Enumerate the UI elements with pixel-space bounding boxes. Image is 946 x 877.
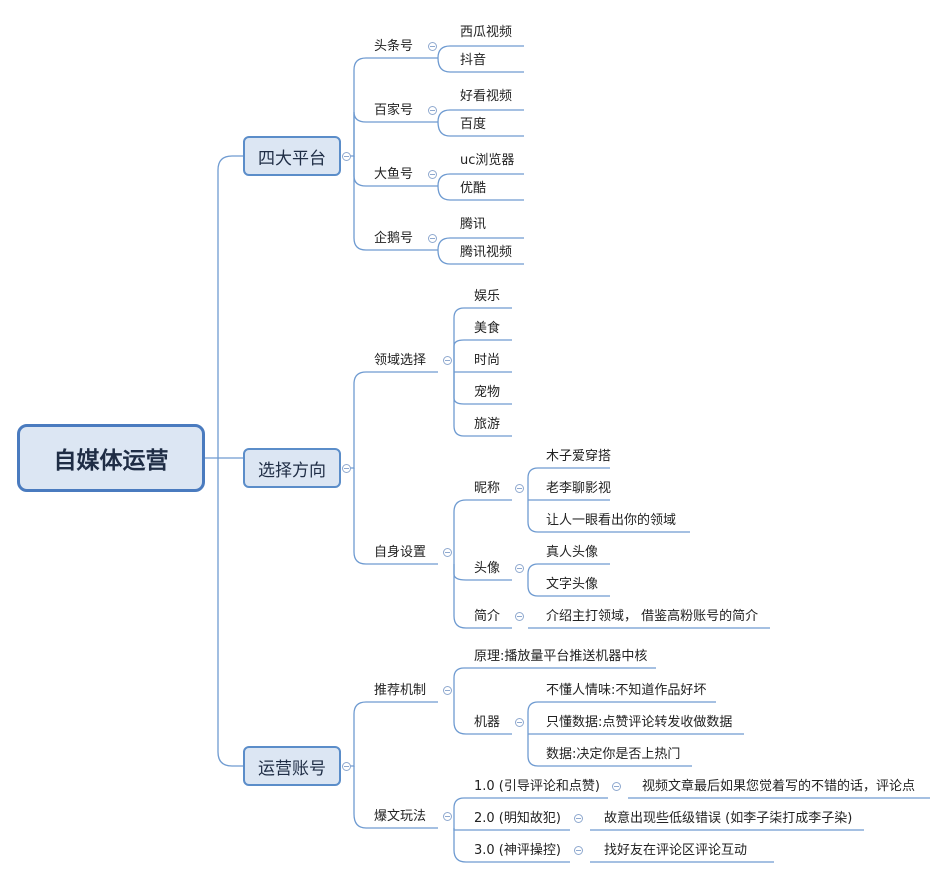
- leaf-avatar-text[interactable]: 文字头像: [546, 577, 599, 592]
- collapse-icon[interactable]: [443, 356, 452, 365]
- leaf-machine-1[interactable]: 不懂人情味:不知道作品好坏: [546, 683, 707, 698]
- leaf-avatar-real[interactable]: 真人头像: [546, 545, 599, 560]
- leaf-travel[interactable]: 旅游: [474, 417, 501, 432]
- leaf-youku[interactable]: 优酷: [460, 181, 487, 196]
- leaf-principle[interactable]: 原理:播放量平台推送机器中核: [474, 649, 648, 664]
- leaf-machine-3[interactable]: 数据:决定你是否上热门: [546, 747, 681, 762]
- topic-toutiao[interactable]: 头条号: [374, 39, 414, 54]
- leaf-nickname-3[interactable]: 让人一眼看出你的领域: [546, 513, 677, 528]
- topic-intro[interactable]: 简介: [474, 609, 501, 624]
- branch-direction[interactable]: 选择方向: [243, 448, 341, 488]
- topic-field[interactable]: 领域选择: [374, 353, 427, 368]
- collapse-icon[interactable]: [443, 548, 452, 557]
- leaf-tencent-video[interactable]: 腾讯视频: [460, 245, 513, 260]
- topic-qie[interactable]: 企鹅号: [374, 231, 414, 246]
- collapse-icon[interactable]: [342, 464, 351, 473]
- root-topic[interactable]: 自媒体运营: [17, 424, 205, 492]
- topic-dayu[interactable]: 大鱼号: [374, 167, 414, 182]
- collapse-icon[interactable]: [428, 106, 437, 115]
- collapse-icon[interactable]: [428, 170, 437, 179]
- topic-self[interactable]: 自身设置: [374, 545, 427, 560]
- leaf-machine-2[interactable]: 只懂数据:点赞评论转发收做数据: [546, 715, 733, 730]
- collapse-icon[interactable]: [342, 762, 351, 771]
- collapse-icon[interactable]: [515, 612, 524, 621]
- leaf-douyin[interactable]: 抖音: [460, 53, 487, 68]
- branch-platforms[interactable]: 四大平台: [243, 136, 341, 176]
- topic-viral-3[interactable]: 3.0 (神评操控): [474, 843, 561, 858]
- leaf-viral-3[interactable]: 找好友在评论区评论互动: [604, 843, 748, 858]
- leaf-viral-2[interactable]: 故意出现些低级错误 (如李子柒打成李子染): [604, 811, 853, 826]
- topic-machine[interactable]: 机器: [474, 715, 501, 730]
- leaf-intro[interactable]: 介绍主打领域， 借鉴高粉账号的简介: [546, 609, 759, 624]
- collapse-icon[interactable]: [515, 718, 524, 727]
- collapse-icon[interactable]: [443, 686, 452, 695]
- topic-viral[interactable]: 爆文玩法: [374, 809, 427, 824]
- collapse-icon[interactable]: [428, 42, 437, 51]
- leaf-entertainment[interactable]: 娱乐: [474, 289, 501, 304]
- leaf-baidu[interactable]: 百度: [460, 117, 487, 132]
- collapse-icon[interactable]: [428, 234, 437, 243]
- topic-viral-2[interactable]: 2.0 (明知故犯): [474, 811, 561, 826]
- branch-operate[interactable]: 运营账号: [243, 746, 341, 786]
- leaf-fashion[interactable]: 时尚: [474, 353, 501, 368]
- topic-viral-1[interactable]: 1.0 (引导评论和点赞): [474, 779, 600, 794]
- leaf-haokan[interactable]: 好看视频: [460, 89, 513, 104]
- topic-nickname[interactable]: 昵称: [474, 481, 501, 496]
- collapse-icon[interactable]: [515, 484, 524, 493]
- leaf-uc[interactable]: uc浏览器: [460, 153, 515, 168]
- topic-recommend[interactable]: 推荐机制: [374, 683, 427, 698]
- collapse-icon[interactable]: [612, 782, 621, 791]
- collapse-icon[interactable]: [574, 846, 583, 855]
- leaf-tencent[interactable]: 腾讯: [460, 217, 487, 232]
- collapse-icon[interactable]: [574, 814, 583, 823]
- leaf-nickname-1[interactable]: 木子爱穿搭: [546, 449, 612, 464]
- leaf-viral-1[interactable]: 视频文章最后如果您觉着写的不错的话，评论点: [642, 779, 916, 794]
- collapse-icon[interactable]: [443, 812, 452, 821]
- leaf-food[interactable]: 美食: [474, 321, 501, 336]
- topic-avatar[interactable]: 头像: [474, 561, 501, 576]
- leaf-pets[interactable]: 宠物: [474, 385, 501, 400]
- leaf-xigua[interactable]: 西瓜视频: [460, 25, 513, 40]
- leaf-nickname-2[interactable]: 老李聊影视: [546, 481, 612, 496]
- collapse-icon[interactable]: [342, 152, 351, 161]
- collapse-icon[interactable]: [515, 564, 524, 573]
- topic-baijia[interactable]: 百家号: [374, 103, 414, 118]
